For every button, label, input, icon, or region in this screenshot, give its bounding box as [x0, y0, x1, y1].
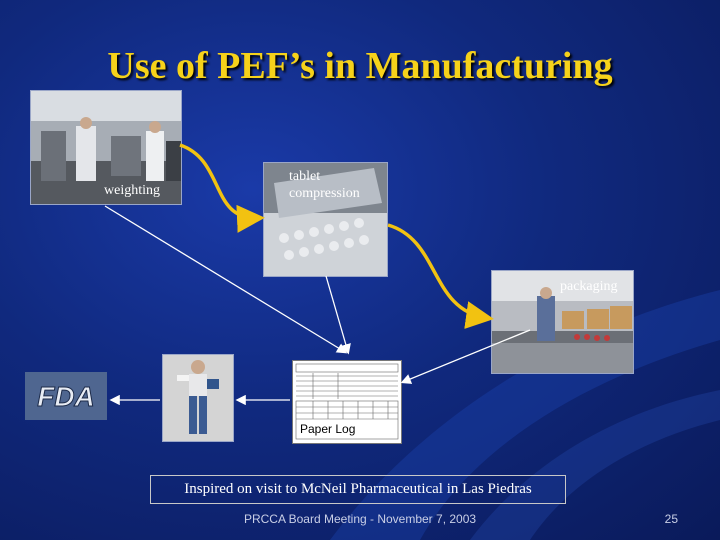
- tablet-compression-label: tablet compression: [289, 168, 360, 202]
- tablet-compression-photo: [263, 162, 388, 277]
- packaging-image: [492, 271, 633, 373]
- arrow-weighting-to-compression: [179, 143, 265, 233]
- inspector-photo: [162, 354, 234, 442]
- weighting-photo: [30, 90, 182, 205]
- packaging-photo: [491, 270, 634, 374]
- tablet-compression-image: [264, 163, 387, 276]
- footer-text: PRCCA Board Meeting - November 7, 2003: [243, 512, 477, 526]
- arrow-weighting-to-log: [104, 205, 348, 354]
- packaging-label: packaging: [560, 279, 618, 294]
- slide-title: Use of PEF’s in Manufacturing: [107, 45, 613, 87]
- inspector-image: [163, 355, 233, 441]
- paper-log-form: [292, 360, 402, 444]
- paper-log-label: Paper Log: [300, 422, 356, 436]
- weighting-label: weighting: [104, 183, 160, 198]
- arrow-compression-to-log: [325, 275, 351, 355]
- page-number: 25: [664, 512, 678, 526]
- arrow-compression-to-packaging: [387, 223, 494, 329]
- tablet-compression-text: tablet compression: [289, 169, 360, 201]
- weighting-image: [31, 91, 181, 204]
- fda-logo: FDA: [25, 372, 107, 420]
- paper-log-image: [295, 363, 399, 440]
- caption-box: Inspired on visit to McNeil Pharmaceutic…: [150, 475, 566, 504]
- fda-logo-text: FDA: [37, 381, 95, 412]
- arrow-packaging-to-log: [400, 329, 531, 384]
- fda-logo-graphic: FDA: [25, 372, 107, 420]
